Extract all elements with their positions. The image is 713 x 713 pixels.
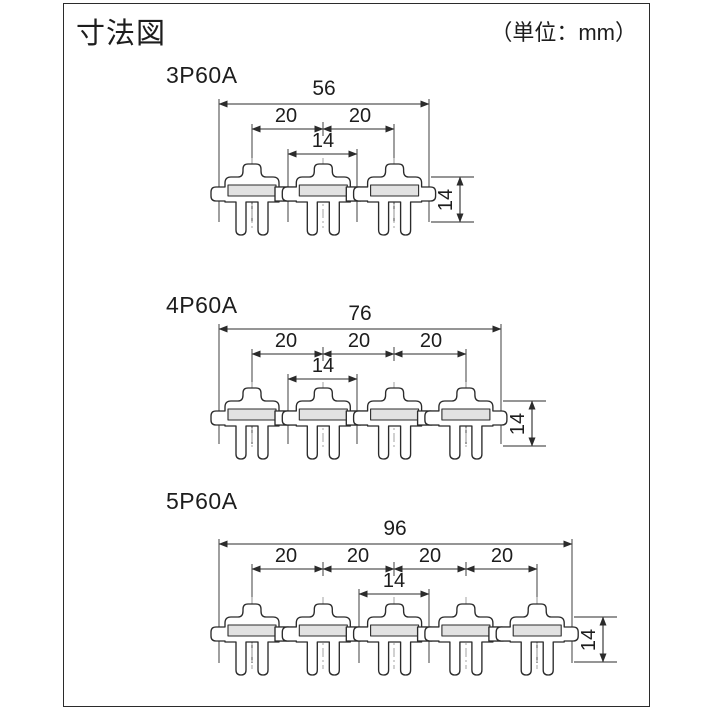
dim-terminal-3p60a: 14 [312,130,334,152]
terminal-slot [370,184,420,197]
dim-terminal-5p60a: 14 [383,570,405,592]
dim-pitch3-5p60a: 20 [419,545,441,567]
terminal-slot [227,624,277,637]
unit-note: （単位：mm） [490,20,637,45]
terminal-slot [512,624,562,637]
dim-overall-5p60a: 96 [383,517,406,540]
figure-3p60a: 3P60A [64,62,651,262]
dim-pitch1-4p60a: 20 [275,330,297,352]
dim-height-5p60a: 14 [578,629,600,651]
figure-drawing-4p60a: 76 20 20 20 14 14 [210,302,546,460]
figure-5p60a: 5P60A [64,467,651,707]
terminal-slot [227,408,277,421]
dim-pitch4-5p60a: 20 [491,545,513,567]
figure-4p60a: 4P60A [64,262,651,467]
drawing-frame: 寸法図 （単位：mm） 3P60A [63,3,650,707]
terminal-slot [441,408,491,421]
connector-pole [424,387,508,460]
figure-label-5p60a: 5P60A [166,488,238,514]
dim-overall-4p60a: 76 [348,302,371,325]
dim-pitch2-3p60a: 20 [349,105,371,127]
page-title: 寸法図 [76,18,167,50]
terminal-slot [227,184,277,197]
dim-pitch2-5p60a: 20 [347,545,369,567]
dim-height-3p60a: 14 [435,189,457,211]
figure-drawing-3p60a: 56 20 20 14 14 [210,77,474,236]
terminal-slot [298,624,348,637]
dim-terminal-4p60a: 14 [312,355,334,377]
terminal-slot [370,408,420,421]
terminal-slot [441,624,491,637]
dim-pitch2-4p60a: 20 [348,330,370,352]
terminal-slot [298,408,348,421]
dim-pitch3-4p60a: 20 [420,330,442,352]
figure-label-4p60a: 4P60A [166,292,238,318]
connector-pole [352,163,437,236]
dim-pitch1-5p60a: 20 [275,545,297,567]
terminal-slot [298,184,348,197]
dim-pitch1-3p60a: 20 [275,105,297,127]
dim-height-4p60a: 14 [507,413,529,435]
terminal-slot [370,624,420,637]
connector-pole [495,603,579,676]
figure-drawing-5p60a: 96 20 20 20 20 14 14 [210,517,617,676]
dim-overall-3p60a: 56 [312,77,335,100]
figure-label-3p60a: 3P60A [166,62,238,88]
